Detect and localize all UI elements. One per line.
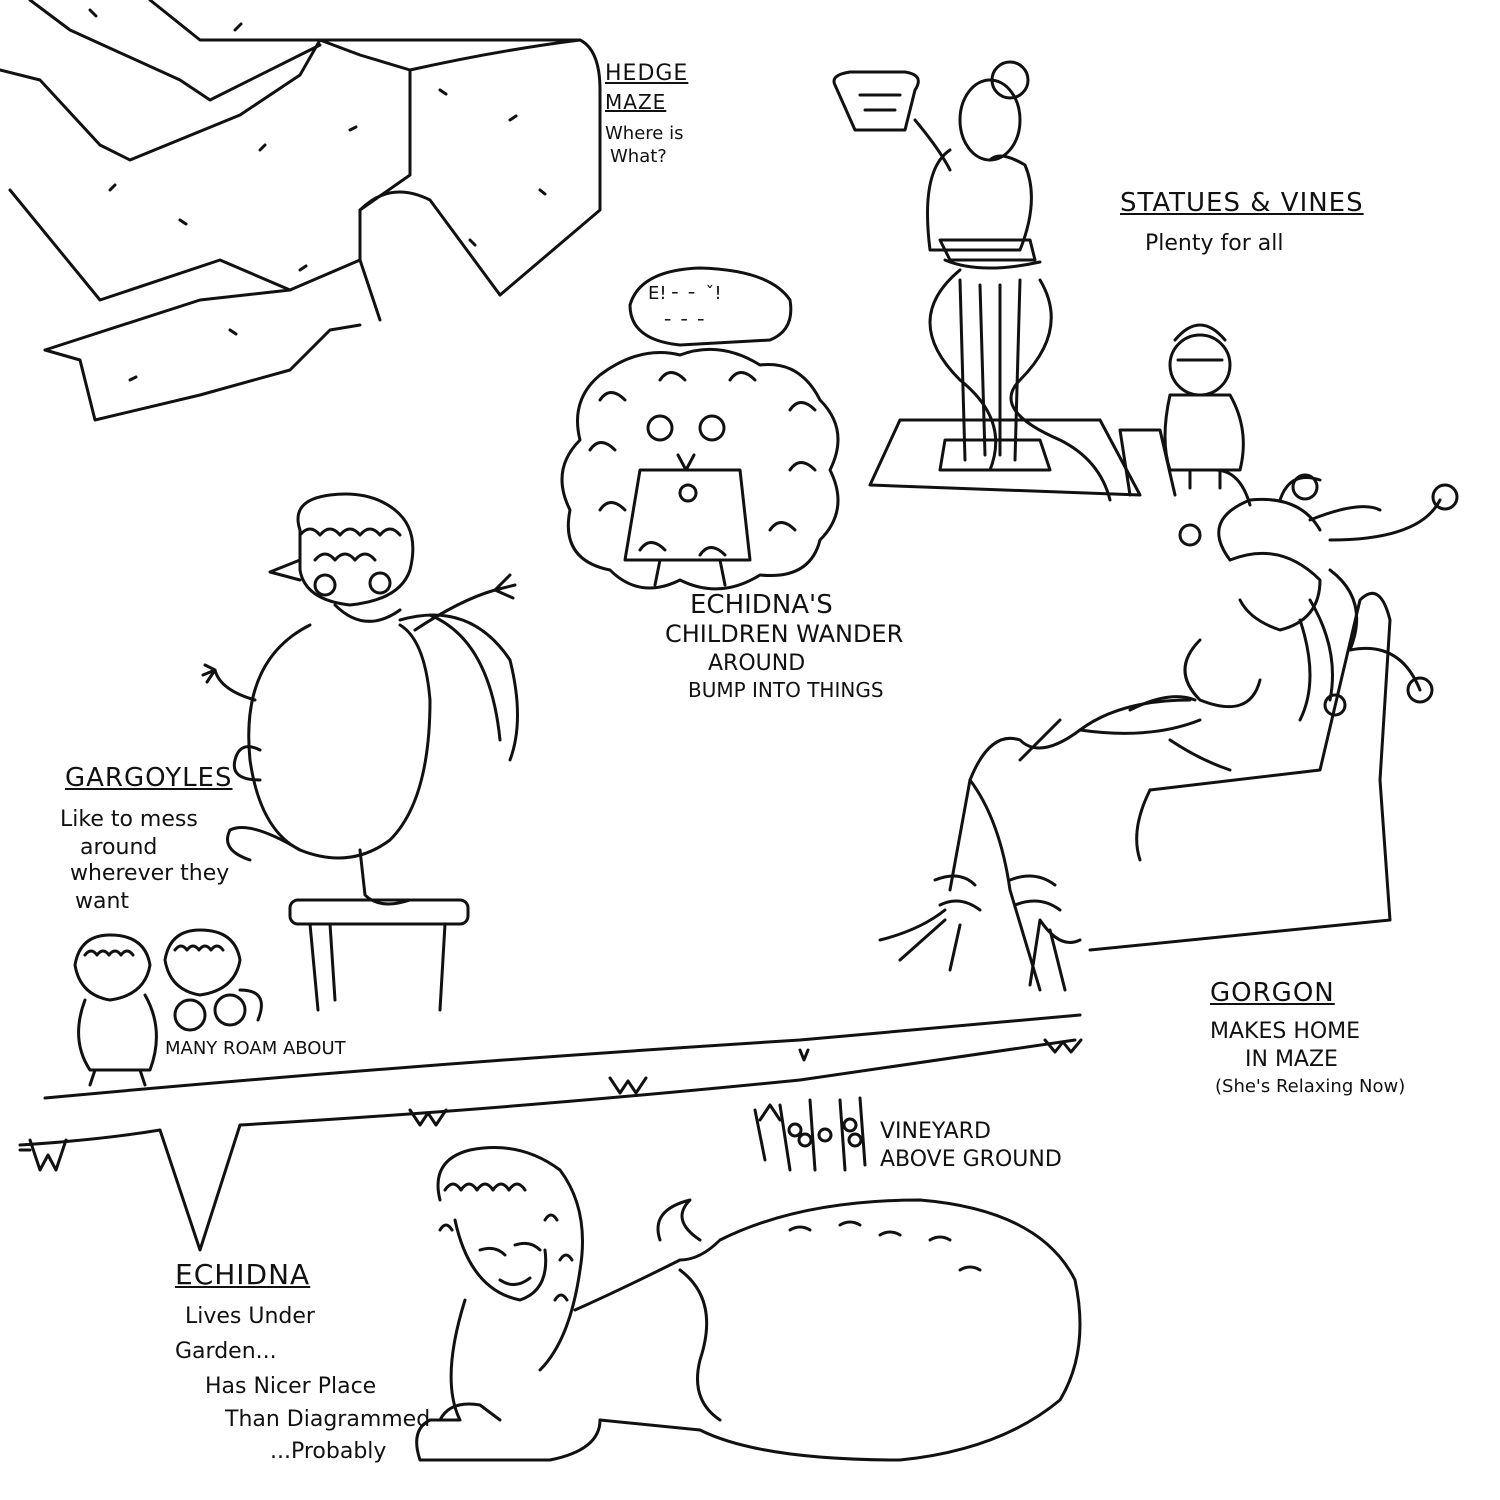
gorgon-sub-line3: (She's Relaxing Now) xyxy=(1215,1076,1406,1097)
many-roam-about-caption: MANY ROAM ABOUT xyxy=(165,1038,346,1059)
speech-bubble-text-line2: ╴ ╴ ╴ xyxy=(665,310,709,331)
echidna-children-line3: AROUND xyxy=(708,651,806,676)
gargoyles-sub-line2: around xyxy=(80,835,158,860)
small-gargoyles-drawing xyxy=(73,928,263,1087)
hedge-maze-drawing xyxy=(0,0,602,422)
echidna-children-line2: CHILDREN WANDER xyxy=(665,620,904,648)
statues-vines-sub: Plenty for all xyxy=(1145,231,1284,256)
statues-vines-title: STATUES & VINES xyxy=(1120,188,1364,218)
vineyard-drawing xyxy=(753,1096,867,1172)
hedge-maze-sub-line2: What? xyxy=(610,146,667,167)
hedge-maze-sub-line1: Where is xyxy=(605,123,684,144)
gorgon-title: GORGON xyxy=(1210,978,1335,1008)
echidna-drawing xyxy=(415,1146,1082,1462)
echidna-child-drawing xyxy=(560,266,840,591)
echidna-sub-line1: Lives Under xyxy=(185,1304,315,1329)
echidna-sub-line2: Garden... xyxy=(175,1339,277,1364)
gorgon-sub-line1: MAKES HOME xyxy=(1210,1019,1361,1044)
vineyard-line2: ABOVE GROUND xyxy=(880,1147,1062,1172)
gargoyles-title: GARGOYLES xyxy=(65,763,233,793)
speech-bubble-text-line1: E! ╴ ╴ ˇ! xyxy=(648,283,722,304)
statues-vines-drawing xyxy=(832,60,1245,502)
ground-line-drawing xyxy=(18,1013,1083,1252)
echidna-sub-line4: Than Diagrammed xyxy=(225,1407,431,1432)
gargoyles-sub-line3: wherever they xyxy=(70,861,230,886)
hedge-maze-title-line1: HEDGE xyxy=(605,61,689,86)
echidna-sub-line5: ...Probably xyxy=(270,1439,387,1464)
echidna-children-line1: ECHIDNA'S xyxy=(690,590,833,620)
vineyard-line1: VINEYARD xyxy=(880,1119,991,1144)
echidna-sub-line3: Has Nicer Place xyxy=(205,1374,377,1399)
echidna-children-line4: BUMP INTO THINGS xyxy=(688,678,884,702)
hedge-maze-title-line2: MAZE xyxy=(605,90,667,114)
gargoyle-drawing xyxy=(201,492,519,1012)
echidna-title: ECHIDNA xyxy=(175,1258,311,1291)
gargoyles-sub-line1: Like to mess xyxy=(60,807,198,832)
gargoyles-sub-line4: want xyxy=(75,889,130,914)
gorgon-sub-line2: IN MAZE xyxy=(1245,1047,1338,1072)
gorgon-drawing xyxy=(878,468,1459,992)
